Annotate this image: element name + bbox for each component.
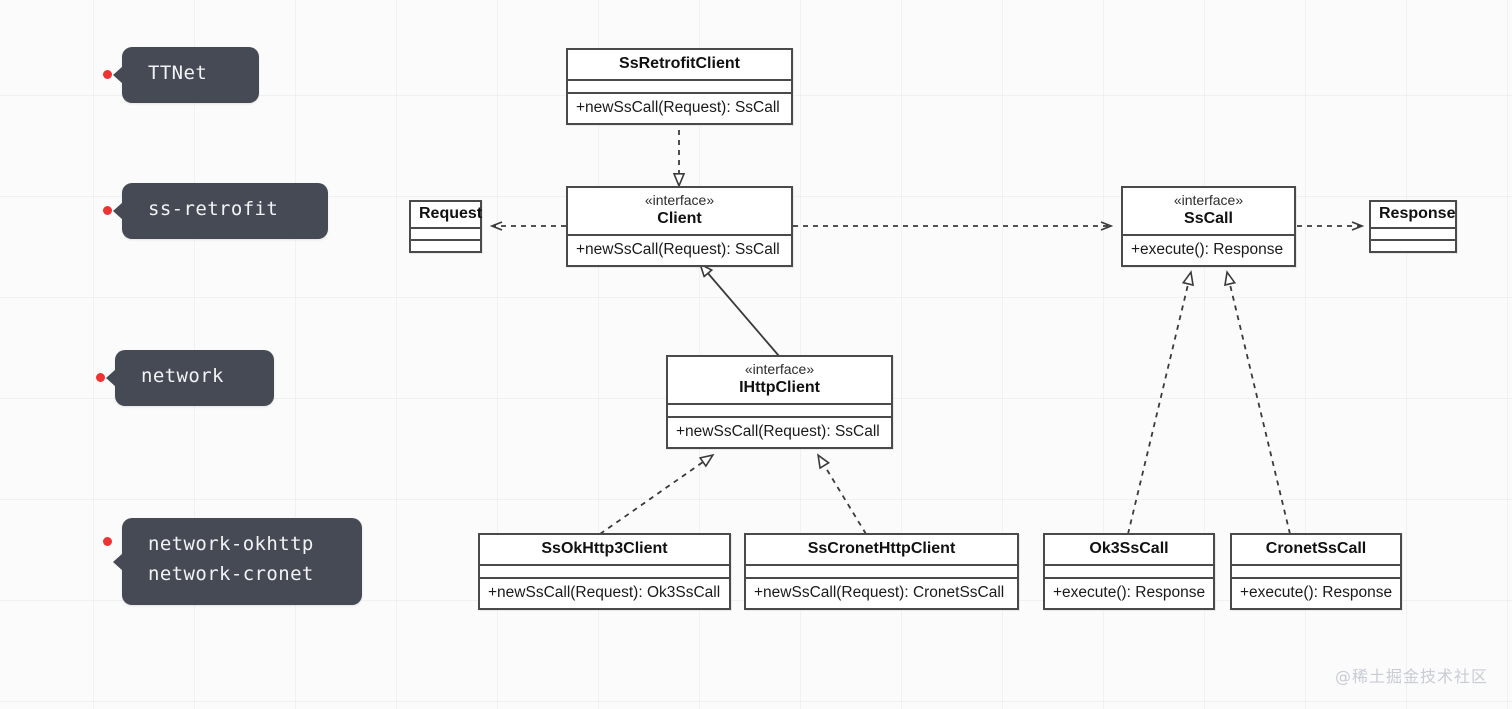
class-name: SsCronetHttpClient (807, 540, 956, 557)
method-row: +newSsCall(Request): Ok3SsCall (480, 577, 729, 608)
edge-ok3sscall-realizes-sscall (1127, 272, 1191, 535)
callout-network[interactable]: network (115, 350, 274, 406)
class-header: SsRetrofitClient (568, 50, 791, 79)
callout-dot-ss-retrofit (103, 206, 112, 215)
attributes-compartment (668, 403, 891, 416)
class-box-ssokhttp3client[interactable]: SsOkHttp3Client +newSsCall(Request): Ok3… (478, 533, 731, 610)
methods-compartment (1371, 239, 1455, 251)
attributes-compartment (746, 564, 1017, 577)
method-row: +execute(): Response (1232, 577, 1400, 608)
method-row: +newSsCall(Request): SsCall (568, 92, 791, 123)
methods-compartment (411, 239, 480, 251)
class-box-ok3sscall[interactable]: Ok3SsCall +execute(): Response (1043, 533, 1215, 610)
method-row: +newSsCall(Request): CronetSsCall (746, 577, 1017, 608)
class-box-cronetsscall[interactable]: CronetSsCall +execute(): Response (1230, 533, 1402, 610)
attributes-compartment (480, 564, 729, 577)
method-row: +newSsCall(Request): SsCall (568, 234, 791, 265)
edge-ihttpclient-extends-client (700, 264, 780, 357)
class-box-request[interactable]: Request (409, 200, 482, 253)
edge-sscronethttpclient-realizes-ihttpclient (818, 455, 867, 535)
class-name: SsRetrofitClient (619, 55, 740, 72)
class-header: SsCronetHttpClient (746, 535, 1017, 564)
method-row: +execute(): Response (1123, 234, 1294, 265)
class-header: Ok3SsCall (1045, 535, 1213, 564)
class-name: Client (657, 210, 702, 227)
attributes-compartment (1232, 564, 1400, 577)
class-name: CronetSsCall (1265, 540, 1367, 557)
method-row: +execute(): Response (1045, 577, 1213, 608)
callout-ttnet[interactable]: TTNet (122, 47, 259, 103)
callout-ss-retrofit[interactable]: ss-retrofit (122, 183, 328, 239)
class-box-sscall[interactable]: «interface» SsCall +execute(): Response (1121, 186, 1296, 267)
class-header: Response (1371, 202, 1455, 227)
class-header: SsOkHttp3Client (480, 535, 729, 564)
callout-network-impl[interactable]: network-okhttp network-cronet (122, 518, 362, 605)
attributes-compartment (411, 227, 480, 239)
watermark: @稀土掘金技术社区 (1334, 667, 1488, 686)
class-box-client[interactable]: «interface» Client +newSsCall(Request): … (566, 186, 793, 267)
attributes-compartment (1371, 227, 1455, 239)
class-stereotype: «interface» (644, 192, 715, 208)
class-name: SsCall (1184, 210, 1233, 227)
class-header: «interface» IHttpClient (668, 357, 891, 403)
class-name: Ok3SsCall (1089, 540, 1169, 557)
edge-cronetsscall-realizes-sscall (1227, 272, 1291, 535)
class-stereotype: «interface» (1173, 192, 1244, 208)
callout-dot-ttnet (103, 70, 112, 79)
class-name: Response (1379, 205, 1456, 222)
class-box-response[interactable]: Response (1369, 200, 1457, 253)
class-header: «interface» SsCall (1123, 188, 1294, 234)
callout-dot-network (96, 373, 105, 382)
class-name: Request (419, 205, 483, 222)
class-header: Request (411, 202, 483, 227)
class-box-ssretrofitclient[interactable]: SsRetrofitClient +newSsCall(Request): Ss… (566, 48, 793, 125)
method-row: +newSsCall(Request): SsCall (668, 416, 891, 447)
class-name: IHttpClient (739, 379, 820, 396)
class-box-ihttpclient[interactable]: «interface» IHttpClient +newSsCall(Reque… (666, 355, 893, 449)
class-box-sscronethttpclient[interactable]: SsCronetHttpClient +newSsCall(Request): … (744, 533, 1019, 610)
attributes-compartment (568, 79, 791, 92)
attributes-compartment (1045, 564, 1213, 577)
class-header: «interface» Client (568, 188, 791, 234)
edge-ssokhttp3client-realizes-ihttpclient (599, 455, 713, 535)
callout-dot-network-impl (103, 537, 112, 546)
class-header: CronetSsCall (1232, 535, 1400, 564)
class-stereotype: «interface» (744, 361, 815, 377)
class-name: SsOkHttp3Client (541, 540, 668, 557)
